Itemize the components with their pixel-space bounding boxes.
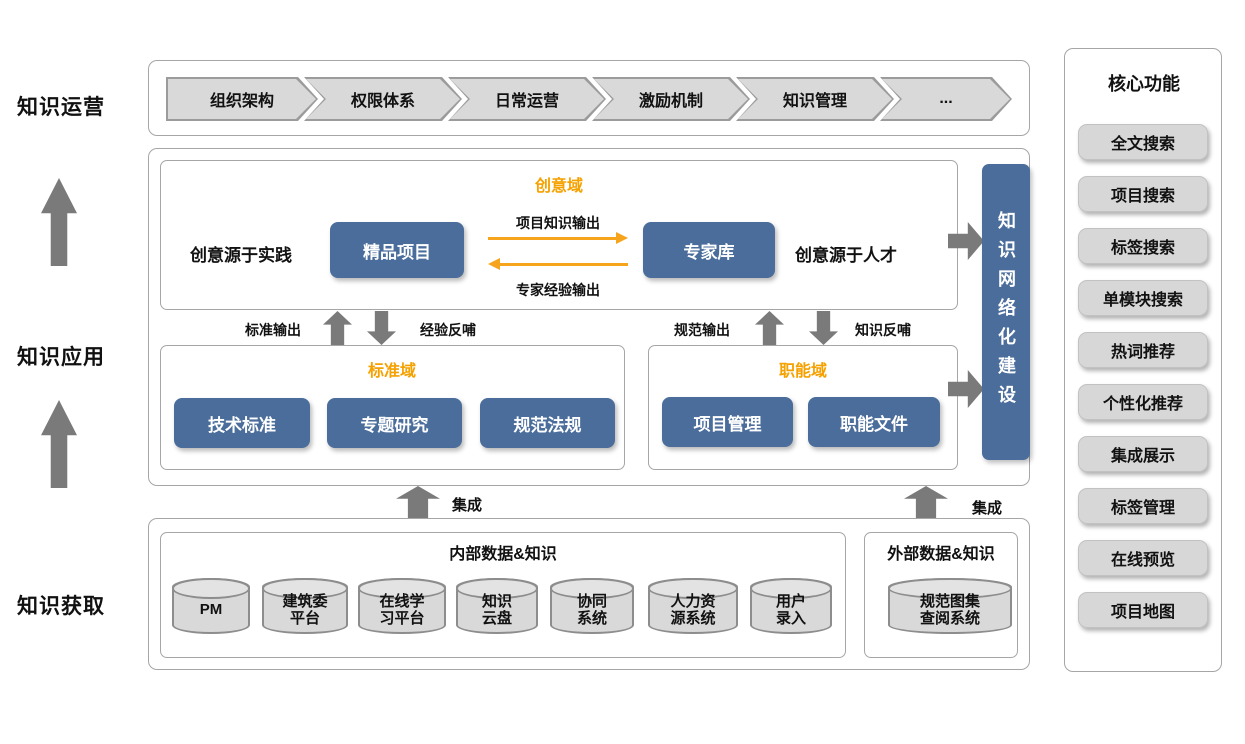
functional-documents-node[interactable]: 职能文件 [808, 397, 940, 447]
creative-domain-title: 创意域 [534, 178, 583, 195]
step-label: 知识管理 [738, 79, 892, 119]
step-permission-system: 权限体系 [304, 77, 462, 121]
creative-left-text: 创意源于实践 [190, 246, 292, 265]
creative-domain-box [160, 160, 958, 310]
expert-experience-output-label: 专家经验输出 [516, 282, 600, 298]
step-more-ellipsis: ... [880, 77, 1012, 121]
stage-label-operations: 知识运营 [17, 96, 105, 119]
core-fn-tag-management[interactable]: 标签管理 [1078, 488, 1208, 524]
standard-output-label: 标准输出 [245, 322, 301, 338]
core-fn-tag-search[interactable]: 标签搜索 [1078, 228, 1208, 264]
source-label: 建筑委 平台 [282, 592, 328, 627]
internal-integration-up-arrow [396, 486, 440, 518]
core-fn-online-preview[interactable]: 在线预览 [1078, 540, 1208, 576]
standard-domain-title: 标准域 [367, 363, 416, 380]
project-management-node[interactable]: 项目管理 [662, 397, 793, 447]
knowledge-feedback-label: 知识反哺 [855, 322, 911, 338]
knowledge-network-node[interactable]: 知识网络化建设 [982, 164, 1030, 460]
source-label: 规范图集 查阅系统 [919, 592, 980, 627]
expert-feedback-arrowhead-icon [488, 258, 500, 270]
source-knowledge-cloud-disk: 知识 云盘 [456, 578, 538, 634]
experience-feedback-label: 经验反哺 [420, 322, 476, 338]
step-org-structure: 组织架构 [166, 77, 318, 121]
step-label: 组织架构 [168, 79, 316, 119]
special-research-node[interactable]: 专题研究 [327, 398, 462, 448]
operations-step-row: 组织架构 权限体系 日常运营 激励机制 知识管理 ... [166, 77, 1012, 121]
expert-feedback-arrow-line [500, 263, 628, 266]
integration-label-external: 集成 [972, 500, 1003, 517]
source-hr-system: 人力资 源系统 [648, 578, 738, 634]
external-integration-up-arrow [904, 486, 948, 518]
source-label: 人力资 源系统 [670, 592, 716, 627]
core-fn-hotword-recommend[interactable]: 热词推荐 [1078, 332, 1208, 368]
source-collaboration-system: 协同 系统 [550, 578, 634, 634]
source-spec-atlas-system: 规范图集 查阅系统 [888, 578, 1012, 634]
stage-flow-up-arrow-2 [41, 400, 77, 488]
core-fn-personalized-recommend[interactable]: 个性化推荐 [1078, 384, 1208, 420]
internal-data-title: 内部数据&知识 [449, 546, 557, 563]
step-label: 权限体系 [306, 79, 460, 119]
source-label: PM [199, 601, 223, 619]
step-label: ... [882, 79, 1010, 119]
source-online-learning-platform: 在线学 习平台 [358, 578, 446, 634]
source-user-entry: 用户 录入 [750, 578, 832, 634]
technical-standards-node[interactable]: 技术标准 [174, 398, 310, 448]
stage-label-acquisition: 知识获取 [17, 595, 105, 618]
project-output-arrow-line [488, 237, 616, 240]
source-label: 在线学 习平台 [379, 592, 425, 627]
core-fn-module-search[interactable]: 单模块搜索 [1078, 280, 1208, 316]
external-data-title: 外部数据&知识 [887, 546, 995, 563]
creative-right-text: 创意源于人才 [795, 246, 897, 265]
regulations-node[interactable]: 规范法规 [480, 398, 615, 448]
expert-database-node[interactable]: 专家库 [643, 222, 775, 278]
step-knowledge-management: 知识管理 [736, 77, 894, 121]
project-output-arrowhead-icon [616, 232, 628, 244]
step-incentive-mechanism: 激励机制 [592, 77, 750, 121]
source-pm-database: PM [172, 578, 250, 634]
step-label: 激励机制 [594, 79, 748, 119]
core-functions-title: 核心功能 [1108, 74, 1180, 94]
premium-projects-node[interactable]: 精品项目 [330, 222, 464, 278]
functional-domain-title: 职能域 [778, 363, 827, 380]
stage-label-application: 知识应用 [17, 346, 105, 369]
core-fn-project-map[interactable]: 项目地图 [1078, 592, 1208, 628]
core-fn-integrated-display[interactable]: 集成展示 [1078, 436, 1208, 472]
source-label: 协同 系统 [576, 592, 607, 627]
source-construction-committee-platform: 建筑委 平台 [262, 578, 348, 634]
source-label: 知识 云盘 [481, 592, 512, 627]
integration-label-internal: 集成 [452, 497, 483, 514]
core-fn-fulltext-search[interactable]: 全文搜索 [1078, 124, 1208, 160]
project-knowledge-output-label: 项目知识输出 [516, 215, 600, 231]
source-label: 用户 录入 [775, 592, 806, 627]
step-label: 日常运营 [450, 79, 604, 119]
step-daily-operations: 日常运营 [448, 77, 606, 121]
stage-flow-up-arrow-1 [41, 178, 77, 266]
core-fn-project-search[interactable]: 项目搜索 [1078, 176, 1208, 212]
spec-output-label: 规范输出 [674, 322, 730, 338]
